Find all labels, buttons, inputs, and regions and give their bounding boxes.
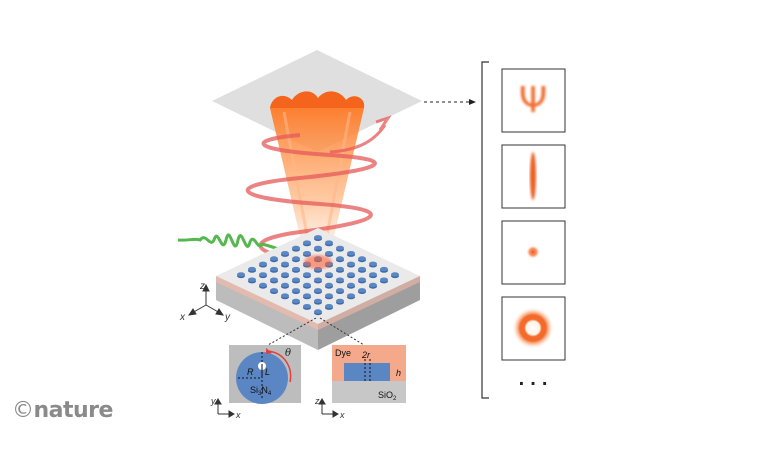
- nanopillar: [303, 272, 311, 277]
- nanopillar: [303, 293, 311, 298]
- nanopillar: [336, 298, 344, 304]
- nanopillar: [281, 282, 289, 288]
- main-axis-y: y: [224, 312, 231, 323]
- nanopillar: [248, 266, 256, 272]
- nanopillar: [336, 288, 344, 293]
- nanopillar: [358, 277, 366, 282]
- nanopillar: [325, 293, 333, 298]
- nanopillar: [369, 272, 377, 277]
- svg-text:Ψ: Ψ: [519, 80, 547, 121]
- inset-side-axis-x: x: [339, 410, 345, 420]
- nanopillar: [314, 298, 322, 304]
- nanopillar: [391, 272, 399, 277]
- nanopillar: [347, 261, 355, 266]
- nanopillar: [314, 245, 322, 251]
- inset-side-axis-z: z: [314, 396, 320, 406]
- nanopillar: [281, 293, 289, 298]
- nanopillar: [347, 272, 355, 277]
- inset-substrate: SiO2: [378, 390, 397, 402]
- inset-top-axis-x: x: [235, 410, 241, 420]
- nanopillar: [292, 298, 300, 304]
- metasurface-slab: [216, 228, 420, 350]
- nature-logo: ©nature: [12, 398, 113, 423]
- inset-top-axes: [214, 398, 235, 418]
- nanopillar: [325, 304, 333, 309]
- nanopillar: [325, 251, 333, 256]
- nanopillar: [325, 282, 333, 288]
- nanopillar: [237, 272, 245, 277]
- beam-panel-dot: [501, 220, 566, 285]
- nanopillar: [347, 251, 355, 256]
- nanopillar: [347, 282, 355, 288]
- nanopillar: [270, 288, 278, 293]
- inset-top-axis-y: y: [210, 396, 216, 406]
- inset-h: h: [396, 368, 401, 378]
- nanopillar: [292, 245, 300, 251]
- helix-wave: [246, 115, 392, 264]
- inset-side-axes: [318, 398, 339, 418]
- incident-wave: [177, 233, 297, 258]
- nanopillar: [314, 235, 322, 240]
- main-axis-z: z: [199, 281, 205, 292]
- arrow-head: [469, 99, 476, 105]
- nanopillar: [259, 282, 267, 288]
- inset-L: L: [265, 367, 270, 377]
- nanopillar: [281, 251, 289, 256]
- nanopillar: [292, 277, 300, 282]
- nanopillar: [336, 266, 344, 272]
- nanopillar: [347, 293, 355, 298]
- inset-connectors: [267, 317, 365, 346]
- nanopillar: [325, 272, 333, 277]
- nanopillar: [303, 240, 311, 245]
- nanopillar: [314, 309, 322, 314]
- nanopillar: [303, 304, 311, 309]
- nanopillar: [248, 277, 256, 282]
- excitation-spot: [304, 255, 332, 269]
- nanopillar: [303, 282, 311, 288]
- nanopillar: [292, 256, 300, 261]
- inset-2r: 2r: [361, 350, 371, 360]
- inset-theta: θ: [285, 348, 291, 359]
- inset-R: R: [247, 367, 254, 377]
- nanopillar: [314, 277, 322, 282]
- beam-panel-line: [501, 144, 566, 209]
- nanopillar: [259, 261, 267, 266]
- nanopillar: [281, 261, 289, 266]
- beam-panel-ring: [501, 296, 566, 361]
- nanopillar: [292, 288, 300, 293]
- nanopillar: [358, 256, 366, 261]
- inset-material: Si3N4: [250, 385, 272, 397]
- nanopillar: [380, 266, 388, 272]
- nanopillar: [369, 282, 377, 288]
- nanopillar: [336, 245, 344, 251]
- nanopillar: [281, 272, 289, 277]
- nanopillar: [292, 266, 300, 272]
- nanopillar: [336, 256, 344, 261]
- panels-ellipsis: · · ·: [518, 374, 547, 393]
- nanopillar: [270, 266, 278, 272]
- inset-top-view: [229, 345, 301, 404]
- nanopillar: [303, 251, 311, 256]
- nanopillar: [336, 277, 344, 282]
- beam-panel-psi: Ψ: [501, 68, 566, 133]
- main-axis-x: x: [179, 312, 186, 323]
- nanopillar: [325, 240, 333, 245]
- nanopillar: [259, 272, 267, 277]
- panel-bracket: [481, 61, 489, 399]
- nanopillar-array: [237, 235, 399, 316]
- nanopillar: [369, 261, 377, 266]
- nanopillar: [380, 277, 388, 282]
- nanopillar: [358, 266, 366, 272]
- inset-dye: Dye: [335, 348, 351, 358]
- nanopillar: [358, 288, 366, 293]
- main-axes: [187, 283, 225, 316]
- nanopillar: [270, 277, 278, 282]
- inset-side-view: [332, 345, 406, 403]
- nanopillar: [270, 256, 278, 261]
- nanopillar: [314, 288, 322, 293]
